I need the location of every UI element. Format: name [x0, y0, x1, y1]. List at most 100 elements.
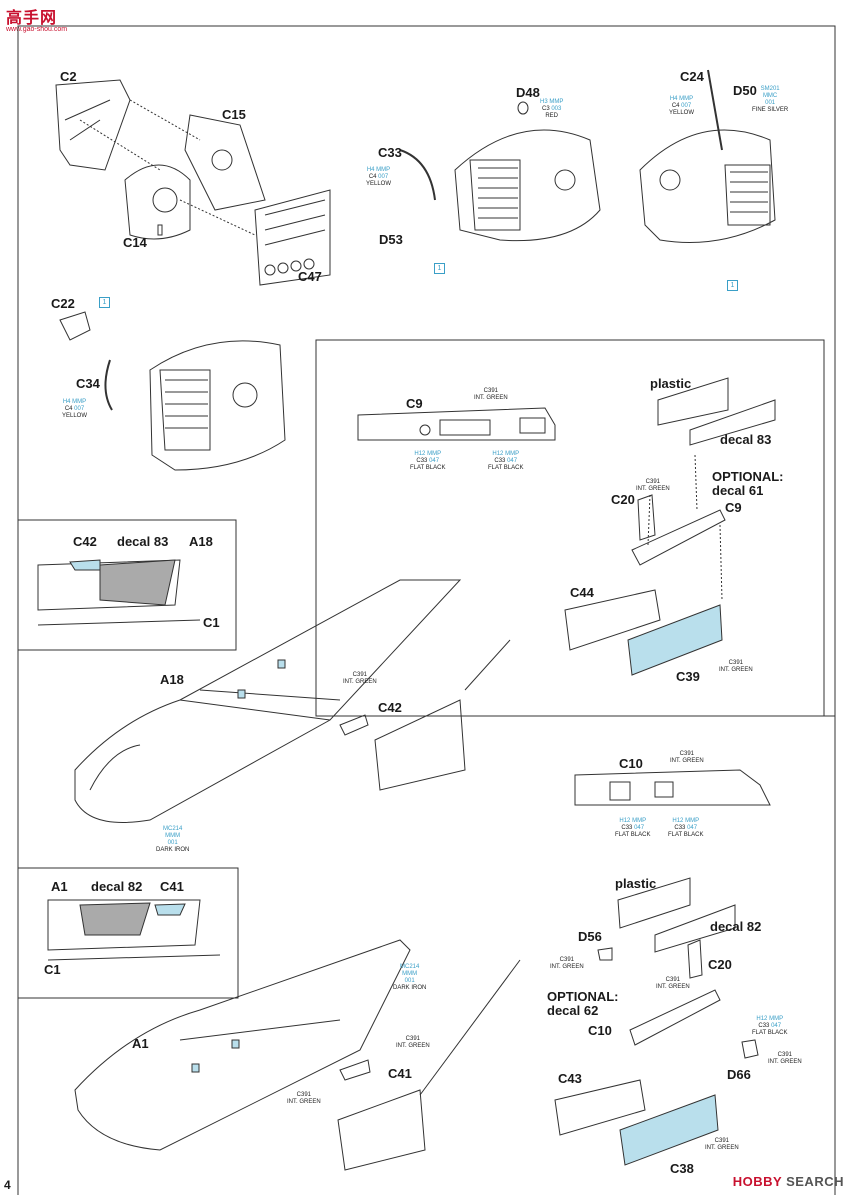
- step-ref-box: 1: [434, 263, 445, 274]
- part-decal83-drawing: [689, 399, 776, 446]
- paint-callout-fine-silver: SM201 MMC 001 FINE SILVER: [752, 86, 789, 113]
- part-label-optional-1: OPTIONAL:: [712, 469, 784, 484]
- panel-a18-inset: [17, 519, 237, 651]
- paint-callout-int-green-c38: C391 INT. GREEN: [705, 1138, 739, 1151]
- inset-a18-drawing: [37, 559, 201, 626]
- part-label-decal-83-a: decal 83: [720, 432, 772, 447]
- part-label-plastic-2: plastic: [615, 876, 657, 891]
- site-logo-text: 高手网: [6, 10, 58, 27]
- paint-callout-dark-iron-a18: MC214 MMM 001 DARK IRON: [156, 826, 190, 853]
- part-label-c2: C2: [60, 69, 77, 84]
- part-decal82b-drawing: [654, 904, 736, 953]
- part-c15-drawing: [184, 114, 266, 211]
- part-c38-drawing: [619, 1094, 719, 1166]
- part-label-decal-82-a: decal 82: [91, 879, 143, 894]
- part-label-c1-inset-b: C1: [44, 962, 61, 977]
- part-label-c43: C43: [558, 1071, 582, 1086]
- part-label-c42: C42: [378, 700, 402, 715]
- paint-callout-yellow-c33: H4 MMP C4 007 YELLOW: [366, 167, 392, 187]
- part-label-d48: D48: [516, 85, 540, 100]
- part-label-c33: C33: [378, 145, 402, 160]
- part-c41-drawing: [339, 1059, 371, 1081]
- part-label-c10-exploded: C10: [588, 1023, 612, 1038]
- paint-callout-int-green-d56: C391 INT. GREEN: [550, 957, 584, 970]
- part-a18-tail-drawing: [374, 699, 466, 791]
- paint-callout-int-green-c20-b: C391 INT. GREEN: [656, 977, 690, 990]
- paint-callout-int-green-c20-a: C391 INT. GREEN: [636, 479, 670, 492]
- part-c10-drawing: [574, 769, 771, 806]
- watermark-suffix: SEARCH: [786, 1174, 844, 1189]
- part-a1-drawing: [74, 939, 411, 1151]
- part-plastic2-drawing: [617, 877, 691, 929]
- part-a18-drawing: [74, 579, 462, 823]
- part-c42-drawing: [339, 714, 369, 736]
- paint-callout-flat-black-c10-2: H12 MMP C33 047 FLAT BLACK: [668, 818, 704, 838]
- paint-callout-int-green-a18: C391 INT. GREEN: [343, 672, 377, 685]
- site-logo: 高手网 www.gao-shou.com: [6, 4, 67, 33]
- paint-callout-dark-iron-a1: MC214 MMM 001 DARK IRON: [393, 964, 427, 991]
- part-label-a1-inset: A1: [51, 879, 68, 894]
- part-plastic1-drawing: [657, 377, 729, 426]
- part-label-c41-inset: C41: [160, 879, 184, 894]
- part-c14-drawing: [124, 164, 191, 240]
- part-c20b-drawing: [687, 939, 703, 979]
- part-label-c1-inset-a: C1: [203, 615, 220, 630]
- part-c20a-drawing: [637, 494, 656, 541]
- page-number: 4: [4, 1178, 11, 1192]
- part-label-c24: C24: [680, 69, 704, 84]
- part-label-c44: C44: [570, 585, 594, 600]
- paint-callout-yellow-c34: H4 MMP C4 007 YELLOW: [62, 399, 88, 419]
- part-d56-drawing: [597, 947, 613, 961]
- site-logo-url: www.gao-shou.com: [6, 26, 68, 33]
- paint-callout-red: H3 MMP C3 003 RED: [540, 99, 564, 119]
- step-ref-box: 1: [727, 280, 738, 291]
- part-label-a18: A18: [160, 672, 184, 687]
- paint-callout-int-green-c10: C391 INT. GREEN: [670, 751, 704, 764]
- part-label-c20-b: C20: [708, 957, 732, 972]
- paint-callout-flat-black-c10-1: H12 MMP C33 047 FLAT BLACK: [615, 818, 651, 838]
- part-label-c15: C15: [222, 107, 246, 122]
- part-label-c34: C34: [76, 376, 100, 391]
- part-label-d66: D66: [727, 1067, 751, 1082]
- paint-callout-flat-black-c10b: H12 MMP C33 047 FLAT BLACK: [752, 1016, 788, 1036]
- part-label-optional-2: OPTIONAL:: [547, 989, 619, 1004]
- part-c22-assembly-drawing: [59, 311, 286, 471]
- paint-callout-yellow-c24: H4 MMP C4 007 YELLOW: [669, 96, 695, 116]
- part-label-a1: A1: [132, 1036, 149, 1051]
- part-c9-drawing: [357, 407, 556, 441]
- part-label-decal-61: decal 61: [712, 483, 764, 498]
- part-c43-drawing: [554, 1079, 646, 1136]
- part-label-c42-inset: C42: [73, 534, 97, 549]
- watermark-brand: HOBBY: [732, 1174, 782, 1189]
- paint-callout-flat-black-c9-2: H12 MMP C33 047 FLAT BLACK: [488, 451, 524, 471]
- part-c24-assembly-drawing: [639, 69, 776, 243]
- part-label-c39: C39: [676, 669, 700, 684]
- part-label-decal-82-b: decal 82: [710, 919, 762, 934]
- part-label-d53: D53: [379, 232, 403, 247]
- paint-callout-int-green-c39: C391 INT. GREEN: [719, 660, 753, 673]
- paint-callout-int-green-a1-1: C391 INT. GREEN: [396, 1036, 430, 1049]
- step-ref-box: 1: [99, 297, 110, 308]
- paint-callout-int-green-a1-2: C391 INT. GREEN: [287, 1092, 321, 1105]
- paint-callout-int-green-d66: C391 INT. GREEN: [768, 1052, 802, 1065]
- part-d48-assembly-drawing: [399, 101, 601, 242]
- part-c2-drawing: [55, 79, 131, 171]
- part-label-plastic-1: plastic: [650, 376, 692, 391]
- paint-callout-int-green-c9: C391 INT. GREEN: [474, 388, 508, 401]
- part-label-decal-83-b: decal 83: [117, 534, 169, 549]
- part-label-c9-console: C9: [406, 396, 423, 411]
- paint-callout-flat-black-c9-1: H12 MMP C33 047 FLAT BLACK: [410, 451, 446, 471]
- part-label-c41: C41: [388, 1066, 412, 1081]
- part-label-c38: C38: [670, 1161, 694, 1176]
- part-label-c20-a: C20: [611, 492, 635, 507]
- part-c47-drawing: [254, 189, 331, 286]
- part-c10b-drawing: [629, 989, 721, 1046]
- part-label-a18-inset: A18: [189, 534, 213, 549]
- part-label-d56: D56: [578, 929, 602, 944]
- inset-a1-drawing: [47, 899, 221, 961]
- part-c44-drawing: [564, 589, 661, 651]
- part-label-c22: C22: [51, 296, 75, 311]
- part-label-d50: D50: [733, 83, 757, 98]
